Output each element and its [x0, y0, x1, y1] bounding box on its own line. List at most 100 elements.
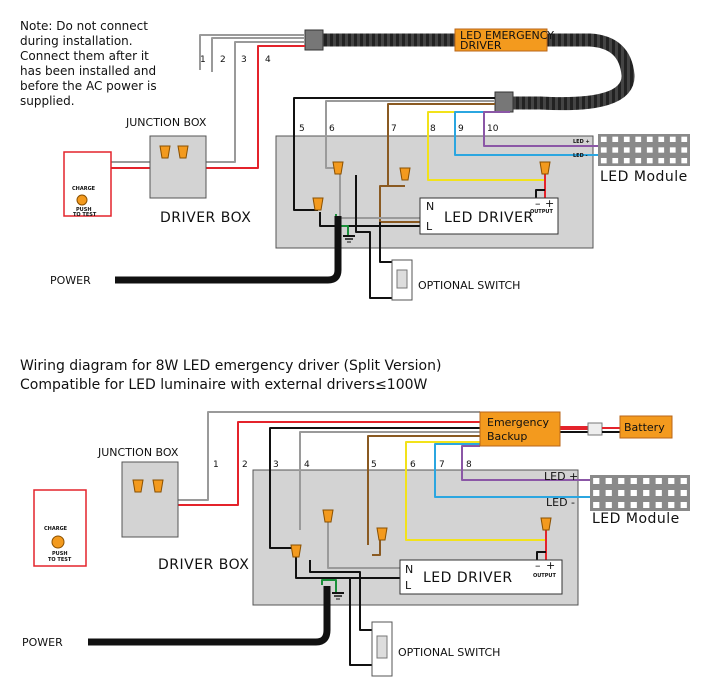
led-dot: [668, 502, 675, 508]
top-driver-plus: +: [545, 197, 554, 210]
led-dot: [669, 136, 676, 142]
led-dot: [600, 158, 607, 164]
led-dot: [618, 502, 625, 508]
top-led-driver-label: LED DRIVER: [444, 210, 534, 226]
led-dot: [630, 478, 637, 484]
top-test-button[interactable]: [76, 194, 88, 206]
top-driver-minus: –: [535, 197, 541, 210]
top-emergency-cable: [313, 33, 635, 111]
top-charge-indicator: [63, 151, 112, 217]
top-connector-2: [494, 91, 514, 113]
top-charge-label: CHARGE: [72, 186, 96, 192]
top-wire-10: 10: [487, 124, 499, 134]
led-dot: [655, 478, 662, 484]
led-dot: [643, 490, 650, 496]
top-connector-1: [304, 29, 324, 51]
bottom-wire-5: 5: [371, 460, 377, 470]
bottom-led-driver-label: LED DRIVER: [423, 570, 513, 586]
bottom-driver-l: L: [405, 579, 412, 592]
led-dot: [680, 490, 687, 496]
top-wire-4: 4: [265, 55, 271, 65]
bottom-led-driver: [399, 559, 563, 595]
bottom-charge-label: CHARGE: [44, 526, 68, 532]
led-dot: [605, 490, 612, 496]
led-dot: [669, 158, 676, 164]
led-dot: [605, 502, 612, 508]
led-dot: [680, 478, 687, 484]
top-push-label: PUSH: [76, 207, 92, 213]
led-dot: [600, 147, 607, 153]
bottom-junction-box: [121, 461, 179, 538]
bottom-emergency-label-2: Backup: [487, 430, 527, 443]
bottom-emergency-label-1: Emergency: [487, 416, 550, 429]
bottom-wire-6: 6: [410, 460, 416, 470]
led-dot: [593, 478, 600, 484]
top-note: Note: Do not connect during installation…: [20, 19, 160, 108]
led-dot: [605, 478, 612, 484]
bottom-wire-4: 4: [304, 460, 310, 470]
bottom-driver-output: OUTPUT: [533, 573, 556, 579]
bottom-battery-label: Battery: [624, 421, 665, 434]
top-module-label: LED Module: [600, 169, 688, 185]
bottom-battery-connector: [587, 422, 603, 436]
top-led-module: [598, 134, 690, 166]
led-dot: [630, 490, 637, 496]
bottom-ground-icon: [332, 592, 344, 600]
top-driver-output: OUTPUT: [530, 209, 553, 215]
bottom-driver-box-label: DRIVER BOX: [158, 557, 249, 573]
led-dot: [643, 502, 650, 508]
led-dot: [655, 490, 662, 496]
led-dot: [681, 158, 688, 164]
bottom-power-cable: [88, 586, 331, 646]
bottom-module-label: LED Module: [592, 511, 680, 527]
led-dot: [646, 136, 653, 142]
top-junction-box: [149, 135, 207, 199]
led-dot: [623, 158, 630, 164]
led-dot: [623, 147, 630, 153]
bottom-push-label: PUSH: [52, 551, 68, 557]
top-wire-9: 9: [458, 124, 464, 134]
bottom-driver-n: N: [405, 563, 413, 576]
bottom-wire-3: 3: [273, 460, 279, 470]
led-dot: [618, 490, 625, 496]
top-wire-6: 6: [329, 124, 335, 134]
bottom-battery: [619, 415, 673, 439]
led-dot: [600, 136, 607, 142]
led-dot: [635, 147, 642, 153]
top-led-plus: LED +: [573, 139, 590, 145]
led-dot: [630, 502, 637, 508]
led-dot: [669, 147, 676, 153]
top-junction-label: JUNCTION BOX: [125, 116, 207, 129]
bottom-test-button[interactable]: [51, 535, 65, 549]
led-dot: [612, 158, 619, 164]
bottom-emergency-backup: [479, 411, 561, 447]
bottom-power-label: POWER: [22, 636, 63, 649]
top-led-driver: [419, 197, 559, 235]
led-dot: [623, 136, 630, 142]
caption-line-1: Wiring diagram for 8W LED emergency driv…: [20, 358, 441, 374]
bottom-wire-nut-1: [290, 544, 302, 558]
top-diagram: Note: Do not connect during installation…: [20, 19, 690, 301]
bottom-wire-1: 1: [213, 460, 219, 470]
bottom-wire-7: 7: [439, 460, 445, 470]
led-dot: [680, 502, 687, 508]
led-dot: [593, 490, 600, 496]
led-dot: [681, 147, 688, 153]
bottom-switch-label: OPTIONAL SWITCH: [398, 646, 500, 659]
top-emergency-driver: [454, 28, 548, 52]
led-dot: [655, 502, 662, 508]
top-wire-5: 5: [299, 124, 305, 134]
top-led-minus: LED -: [573, 153, 588, 159]
bottom-wire-nut-2: [322, 509, 334, 523]
led-dot: [668, 478, 675, 484]
led-dot: [593, 502, 600, 508]
bottom-totest-label: TO TEST: [48, 557, 72, 563]
top-totest-label: TO TEST: [73, 212, 97, 218]
bottom-driver-minus: –: [535, 559, 541, 572]
led-dot: [635, 158, 642, 164]
top-ground-icon: [343, 235, 355, 243]
bottom-charge-indicator: [33, 489, 87, 567]
bottom-led-minus: LED -: [546, 496, 575, 509]
top-wire-1: 1: [200, 55, 206, 65]
top-wire-nut-1: [312, 197, 324, 211]
